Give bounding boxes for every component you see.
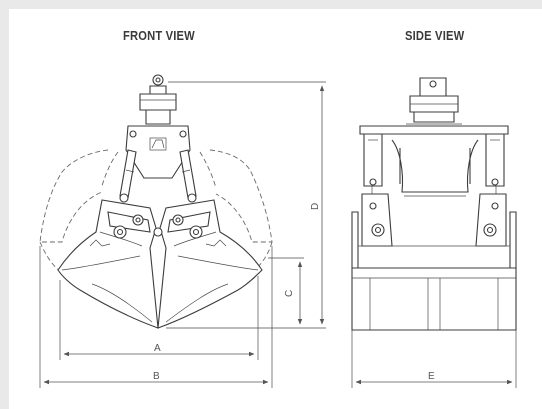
side-bucket-box — [351, 267, 517, 331]
front-rotator — [139, 93, 177, 111]
front-view-grab — [39, 74, 273, 329]
dimension-b-label: B — [153, 371, 160, 382]
front-head-plate — [125, 125, 191, 179]
front-left-pivot — [113, 225, 127, 239]
front-right-shell — [157, 199, 263, 329]
front-open-left-shell — [39, 149, 109, 243]
front-open-right-shell — [209, 149, 273, 243]
side-view-grab — [351, 77, 517, 331]
side-dimensions — [351, 330, 517, 388]
drawing-card — [9, 9, 542, 409]
dimension-a-label: A — [154, 343, 161, 354]
dimension-e-label: E — [428, 371, 435, 382]
front-left-shell — [57, 199, 159, 329]
side-left-pivot — [371, 223, 385, 237]
side-right-pivot — [483, 223, 497, 237]
front-right-cylinder — [179, 149, 197, 199]
dimension-d-label: D — [310, 203, 321, 210]
side-top-beam — [359, 125, 509, 135]
front-dimensions — [39, 81, 326, 388]
front-view-title: FRONT VIEW — [123, 28, 195, 43]
front-lifting-eye — [152, 74, 164, 86]
dimension-c-label: C — [284, 290, 295, 297]
front-left-cylinder — [119, 149, 137, 199]
side-right-cylinder — [485, 133, 505, 187]
front-right-pivot — [189, 225, 203, 239]
side-view-title: SIDE VIEW — [405, 28, 465, 43]
side-left-cylinder — [363, 133, 383, 187]
